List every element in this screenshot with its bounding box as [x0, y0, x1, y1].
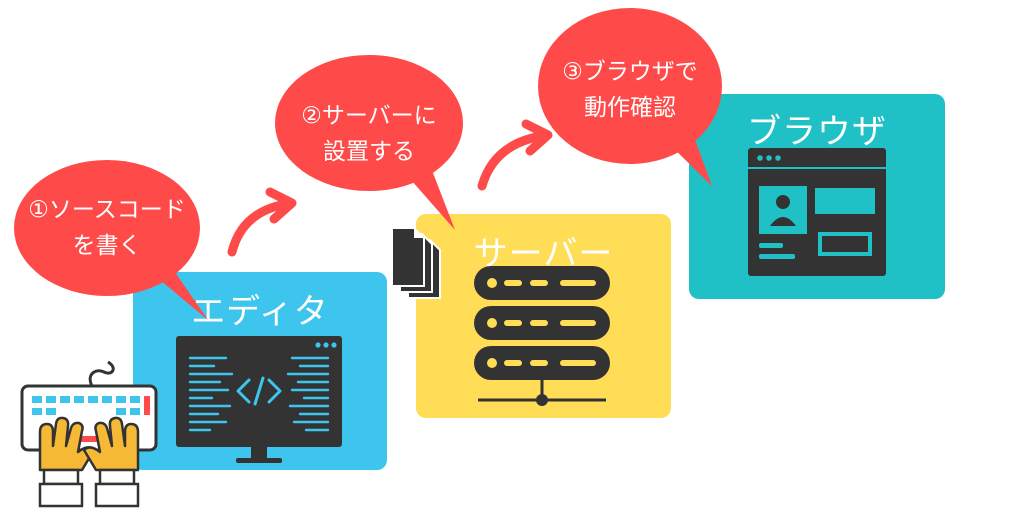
step-2-text: ②サーバーに 設置する: [301, 103, 437, 165]
curved-arrow-icon: [227, 187, 297, 257]
step-3-bubble: [538, 8, 722, 186]
browser-panel-title: ブラウザ: [747, 112, 887, 152]
curved-arrow-icon: [477, 119, 553, 191]
files-stack-icon: [391, 227, 441, 299]
server-rack-icon: [474, 266, 610, 406]
step-2-bubble: [275, 55, 463, 230]
step-3-text: ③ブラウザで 動作確認: [562, 59, 698, 121]
step-1-text: ①ソースコード を書く: [28, 197, 186, 259]
browser-window-icon: [748, 148, 886, 276]
keyboard-typing-hands-icon: [20, 360, 158, 508]
step-1-bubble: [14, 160, 208, 320]
editor-panel-title: エディタ: [191, 292, 329, 332]
code-monitor-icon: [176, 336, 342, 463]
